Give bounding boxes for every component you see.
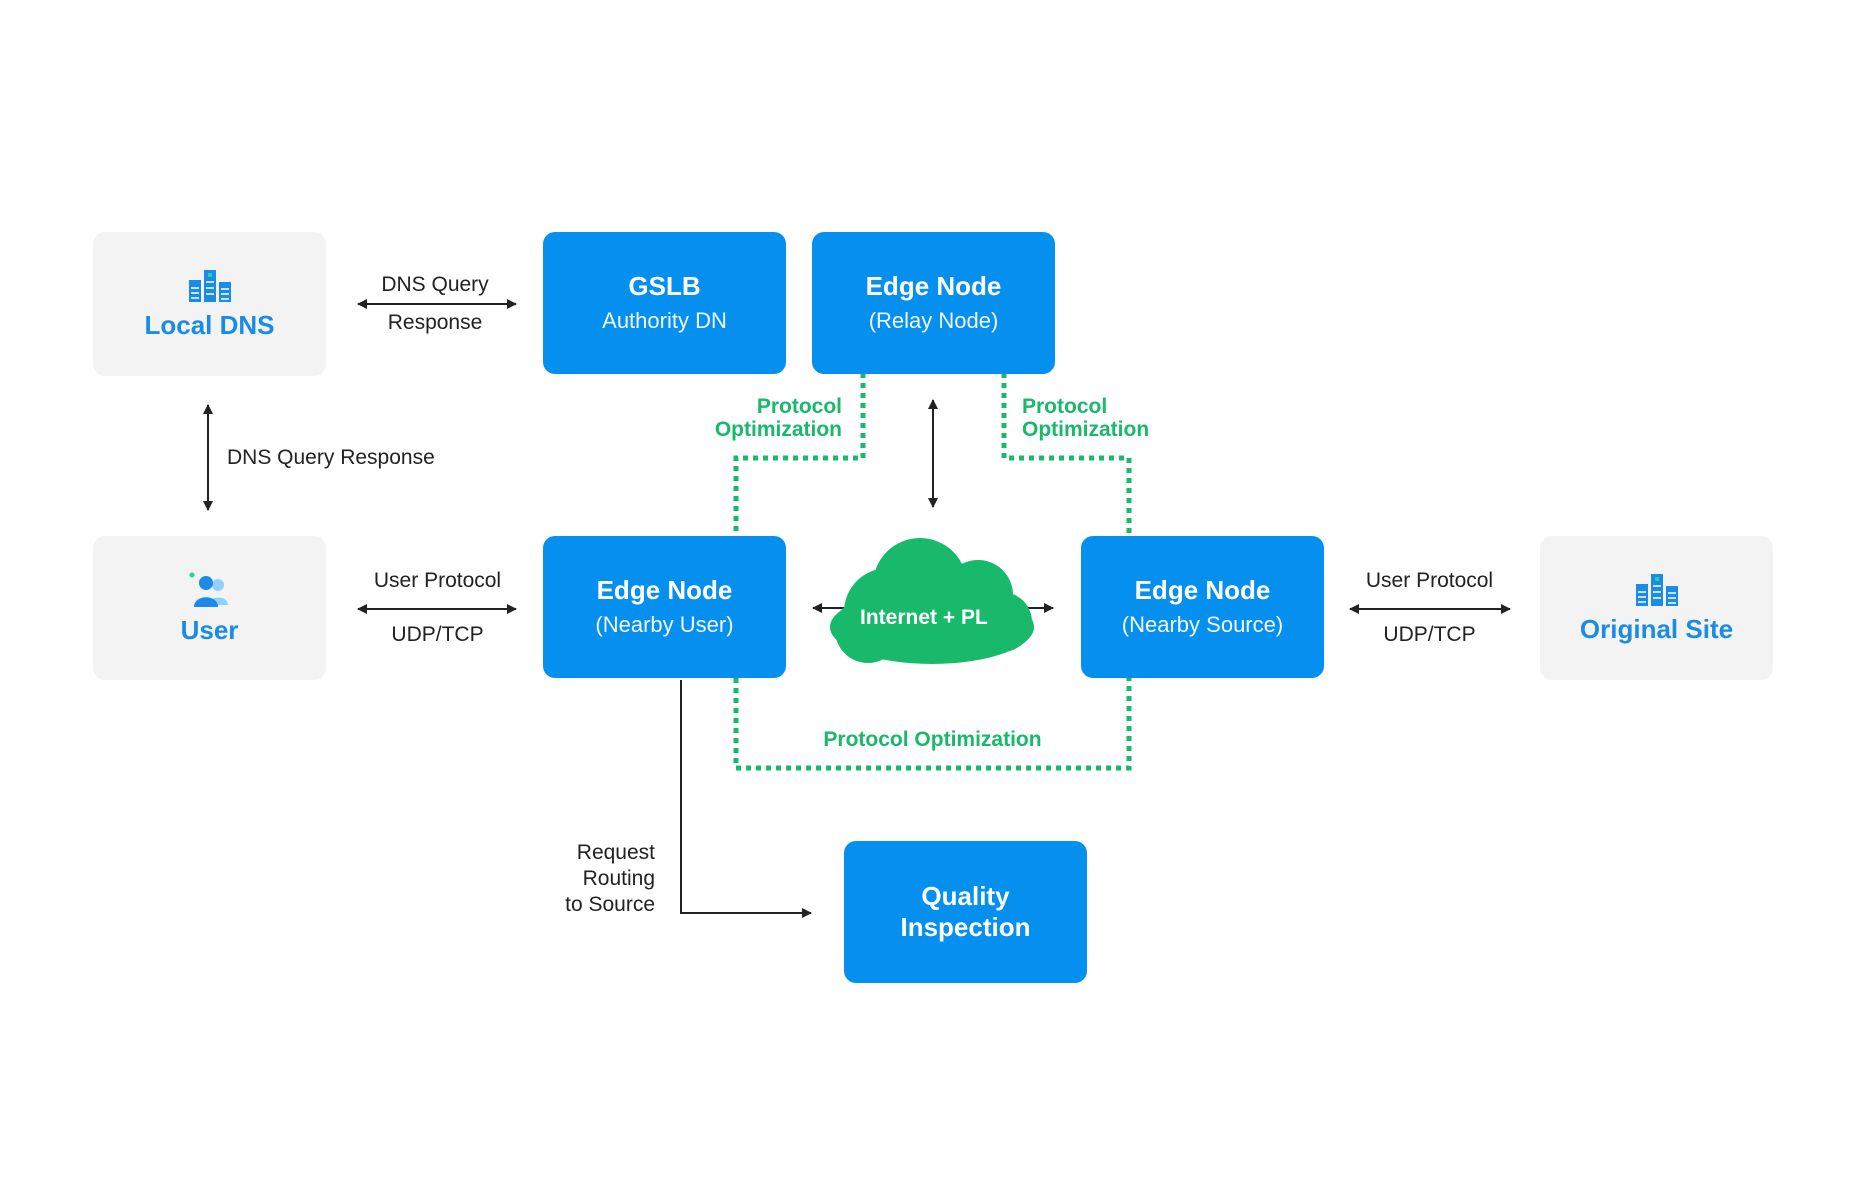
protocol-label-right: Protocol xyxy=(1022,395,1108,418)
user-protocol-label-left: User Protocol xyxy=(373,569,502,592)
relay-subtitle: (Relay Node) xyxy=(868,307,999,333)
original-site-title: Original Site xyxy=(1579,613,1734,644)
dns-query-response-label: DNS Query Response xyxy=(227,446,435,469)
nearby-user-title: Edge Node xyxy=(596,574,733,605)
user-protocol-label-right: User Protocol xyxy=(1365,569,1494,592)
udp-tcp-label-left: UDP/TCP xyxy=(391,623,484,646)
protocol-optimization-path-bottom xyxy=(733,678,1132,771)
to-source-label: to Source xyxy=(565,893,655,916)
users-icon xyxy=(189,572,228,607)
optimization-label-left: Optimization xyxy=(714,418,842,441)
user-node: User xyxy=(93,536,326,680)
protocol-optimization-label-bottom: Protocol Optimization xyxy=(823,728,1042,751)
gslb-subtitle: Authority DN xyxy=(602,307,727,333)
response-label: Response xyxy=(387,311,483,334)
optimization-label-right: Optimization xyxy=(1022,418,1150,441)
internet-pl-label: Internet + PL xyxy=(860,606,988,629)
quality-title-line2: Inspection xyxy=(900,912,1031,942)
edge-node-nearby-source: Edge Node (Nearby Source) xyxy=(1081,536,1324,678)
edge-node-nearby-user: Edge Node (Nearby User) xyxy=(543,536,786,678)
request-label: Request xyxy=(576,841,655,864)
quality-title-line1: Quality xyxy=(921,881,1010,911)
routing-label: Routing xyxy=(582,867,655,890)
internet-cloud xyxy=(830,538,1034,664)
nearby-source-title: Edge Node xyxy=(1134,574,1271,605)
nearby-source-subtitle: (Nearby Source) xyxy=(1121,611,1284,637)
gslb-title: GSLB xyxy=(628,270,701,301)
protocol-label-left: Protocol xyxy=(756,395,842,418)
gslb-node: GSLB Authority DN xyxy=(543,232,786,374)
edge-node-relay: Edge Node (Relay Node) xyxy=(812,232,1055,374)
nearby-user-subtitle: (Nearby User) xyxy=(595,611,734,637)
server-icon xyxy=(188,269,231,302)
original-site-node: Original Site xyxy=(1540,536,1773,680)
relay-title: Edge Node xyxy=(865,270,1002,301)
user-title: User xyxy=(180,614,239,645)
protocol-optimization-path-left xyxy=(733,373,866,538)
local-dns-title: Local DNS xyxy=(144,309,275,340)
local-dns-node: Local DNS xyxy=(93,232,326,376)
udp-tcp-label-right: UDP/TCP xyxy=(1383,623,1476,646)
request-routing-arrow xyxy=(680,680,812,918)
protocol-optimization-path-right xyxy=(1001,373,1132,538)
quality-inspection-node: Quality Inspection xyxy=(844,841,1087,983)
dns-query-label: DNS Query xyxy=(381,273,489,296)
server-icon xyxy=(1635,573,1678,606)
